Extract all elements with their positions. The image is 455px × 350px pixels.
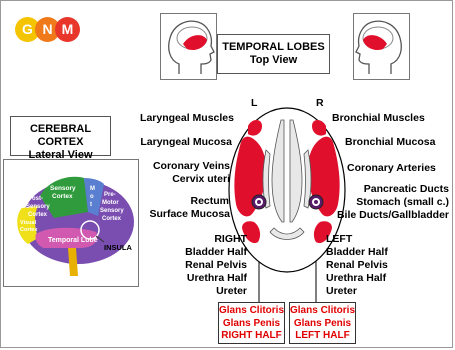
left-bladder-target xyxy=(252,195,266,209)
right-block-bladder: Bladder Half xyxy=(185,246,247,259)
right-block-ureter: Ureter xyxy=(185,285,247,298)
glans-right-line2: Glans Penis xyxy=(219,318,284,331)
right-block-title: RIGHT xyxy=(185,233,247,246)
left-block-urethra: Urethra Half xyxy=(326,272,388,285)
label-pancreatic-ducts: Pancreatic Ducts xyxy=(364,183,449,196)
left-block-title: LEFT xyxy=(326,233,388,246)
label-bile-ducts: Bile Ducts/Gallbladder xyxy=(337,209,449,222)
glans-left-half-box: Glans Clitoris Glans Penis LEFT HALF xyxy=(289,302,356,344)
label-cervix-uteri: Cervix uteri xyxy=(172,173,230,186)
left-side-block: LEFT Bladder Half Renal Pelvis Urethra H… xyxy=(326,233,388,298)
label-laryngeal-mucosa: Laryngeal Mucosa xyxy=(140,136,232,149)
glans-left-line1: Glans Clitoris xyxy=(290,305,355,318)
left-block-ureter: Ureter xyxy=(326,285,388,298)
label-surface-mucosa: Surface Mucosa xyxy=(149,208,230,221)
label-coronary-arteries: Coronary Arteries xyxy=(347,162,436,175)
label-rectum: Rectum xyxy=(190,195,229,208)
glans-right-line3: RIGHT HALF xyxy=(219,330,284,343)
label-laryngeal-muscles: Laryngeal Muscles xyxy=(140,112,234,125)
glans-left-line3: LEFT HALF xyxy=(290,330,355,343)
label-bronchial-muscles: Bronchial Muscles xyxy=(332,112,425,125)
side-label-left: L xyxy=(251,97,257,110)
label-coronary-veins: Coronary Veins xyxy=(153,160,230,173)
right-block-urethra: Urethra Half xyxy=(185,272,247,285)
label-bronchial-mucosa: Bronchial Mucosa xyxy=(345,136,435,149)
glans-right-half-box: Glans Clitoris Glans Penis RIGHT HALF xyxy=(218,302,285,344)
side-label-right: R xyxy=(316,97,324,110)
right-block-renal: Renal Pelvis xyxy=(185,259,247,272)
left-block-bladder: Bladder Half xyxy=(326,246,388,259)
left-block-renal: Renal Pelvis xyxy=(326,259,388,272)
right-side-block: RIGHT Bladder Half Renal Pelvis Urethra … xyxy=(185,233,247,298)
glans-right-line1: Glans Clitoris xyxy=(219,305,284,318)
label-stomach: Stomach (small c.) xyxy=(356,196,449,209)
right-bladder-target xyxy=(309,195,323,209)
glans-left-line2: Glans Penis xyxy=(290,318,355,331)
